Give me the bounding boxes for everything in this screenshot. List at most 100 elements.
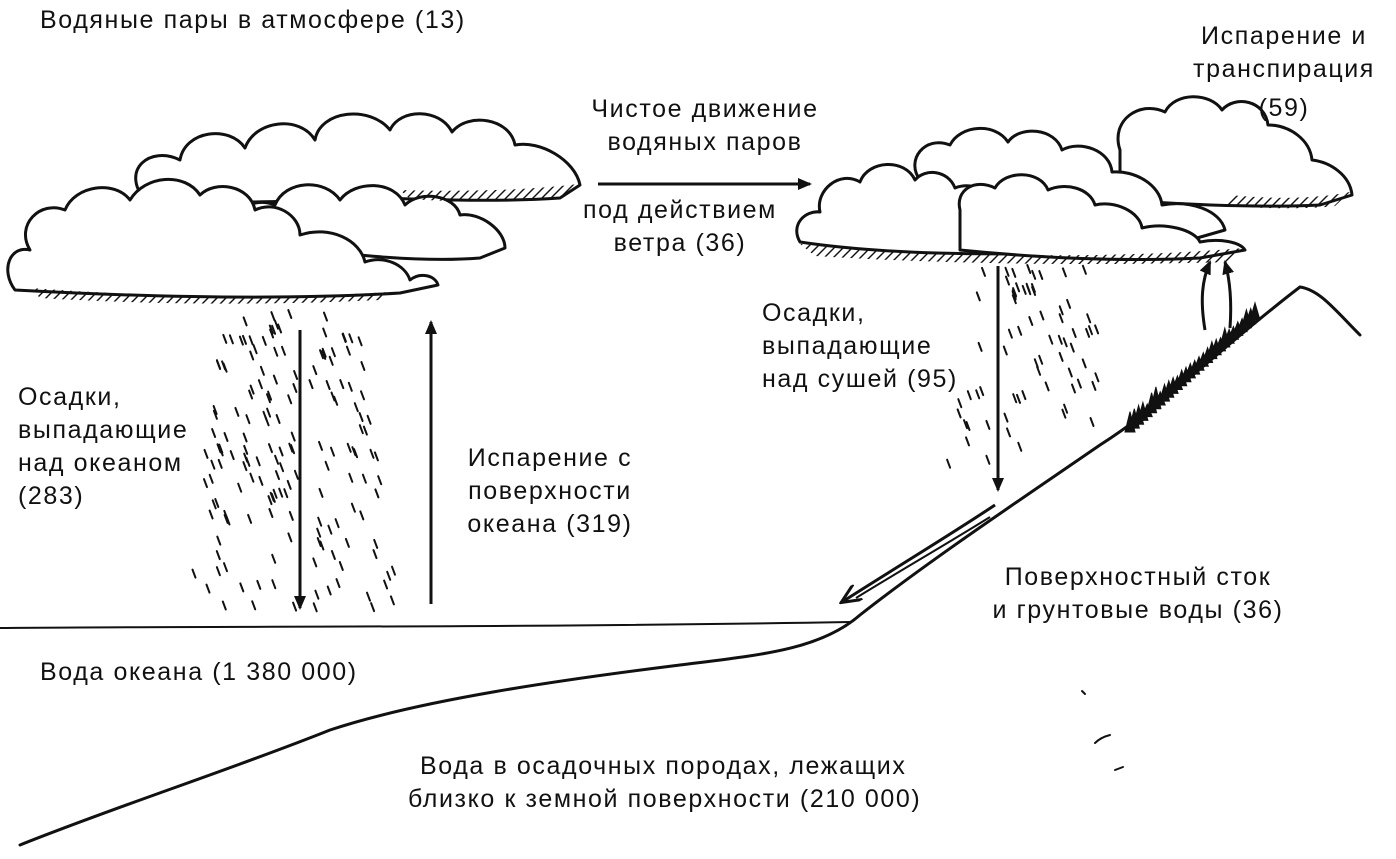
raindrop <box>1086 313 1092 324</box>
raindrop <box>257 379 263 390</box>
raindrop <box>1006 427 1011 438</box>
raindrop <box>281 345 286 356</box>
raindrop <box>270 311 276 322</box>
label-wind-transport-bottom: под действием ветра (36) <box>583 196 777 257</box>
raindrop <box>275 414 281 424</box>
raindrop <box>358 412 364 422</box>
raindrop <box>325 380 331 390</box>
raindrop <box>389 595 395 606</box>
cloud-shadow <box>800 244 1245 264</box>
cloud-shape <box>6 178 440 299</box>
raindrop <box>242 334 247 345</box>
raindrop <box>278 446 284 457</box>
raindrop <box>271 324 277 335</box>
raindrop <box>1028 316 1034 326</box>
forest-trees <box>1124 301 1261 433</box>
raindrop <box>292 383 298 393</box>
raindrop <box>221 360 227 371</box>
raindrop <box>1076 378 1082 389</box>
raindrop <box>312 557 318 568</box>
raindrop <box>383 579 389 590</box>
raindrop <box>191 568 197 579</box>
raindrop <box>373 538 379 549</box>
raindrop <box>346 442 352 453</box>
raindrop <box>208 473 214 484</box>
raindrop <box>211 428 217 438</box>
raindrop <box>1030 283 1036 293</box>
raindrop <box>386 570 392 581</box>
label-sediment-water: Вода в осадочных породах, лежащих близко… <box>408 752 922 813</box>
raindrop <box>358 424 364 435</box>
raindrop <box>1066 298 1072 309</box>
raindrop <box>1038 270 1044 280</box>
raindrop <box>318 440 323 451</box>
label-ocean-water: Вода океана (1 380 000) <box>40 658 358 686</box>
raindrop <box>266 393 271 404</box>
raindrop <box>267 390 273 401</box>
raindrop <box>290 444 296 455</box>
raindrop <box>216 443 222 454</box>
label-ocean-evaporation: Испарение с поверхности океана (319) <box>467 444 633 538</box>
raindrop <box>362 425 368 436</box>
raindrop <box>1094 324 1100 335</box>
raindrop <box>290 431 296 442</box>
raindrop <box>1012 393 1018 404</box>
raindrop <box>1026 264 1032 274</box>
raindrop <box>370 602 376 613</box>
raindrop <box>312 602 318 613</box>
raindrop <box>203 478 208 489</box>
raindrop <box>216 535 222 546</box>
raindrop <box>251 600 257 611</box>
raindrop <box>977 341 983 352</box>
cloud-shadow <box>1225 192 1350 209</box>
raindrop <box>255 456 261 467</box>
raindrop <box>1012 287 1018 298</box>
raindrop <box>360 390 365 401</box>
raindrop <box>221 600 227 611</box>
raindrop <box>1004 266 1010 277</box>
raindrop <box>218 443 224 454</box>
raindrop <box>366 591 371 602</box>
raindrop <box>391 565 396 576</box>
raindrop <box>373 451 379 462</box>
rain-over-ocean <box>191 309 396 613</box>
raindrop <box>1094 372 1100 383</box>
raindrop <box>1016 393 1021 404</box>
raindrop <box>1015 282 1021 293</box>
raindrop <box>248 335 254 346</box>
raindrop <box>1063 403 1069 414</box>
raindrop <box>1031 269 1037 280</box>
raindrop <box>1048 334 1054 345</box>
raindrop <box>330 550 336 560</box>
raindrop <box>348 333 354 344</box>
raindrop <box>1007 328 1013 339</box>
raindrop <box>242 432 248 443</box>
raindrop <box>262 410 268 421</box>
raindrop <box>268 443 273 454</box>
raindrop <box>319 349 324 360</box>
raindrop <box>361 473 367 484</box>
raindrop <box>272 374 278 385</box>
raindrop <box>357 336 363 347</box>
raindrop <box>279 462 285 473</box>
raindrop <box>312 365 318 376</box>
raindrop <box>212 405 218 415</box>
rain-over-land <box>946 264 1100 469</box>
raindrop <box>1033 358 1039 369</box>
raindrop <box>327 524 333 535</box>
raindrop <box>217 458 223 469</box>
raindrop <box>216 360 222 370</box>
raindrop <box>323 311 328 322</box>
raindrop <box>203 448 209 459</box>
raindrop <box>339 379 345 390</box>
raindrop <box>287 309 293 319</box>
raindrop <box>252 344 258 355</box>
raindrop <box>1011 267 1017 278</box>
raindrop <box>1003 412 1009 423</box>
label-land-evaporation: Испарение и транспирация (59) <box>1193 22 1375 122</box>
raindrop <box>283 488 289 499</box>
raindrop <box>975 389 981 400</box>
raindrop <box>341 332 347 343</box>
